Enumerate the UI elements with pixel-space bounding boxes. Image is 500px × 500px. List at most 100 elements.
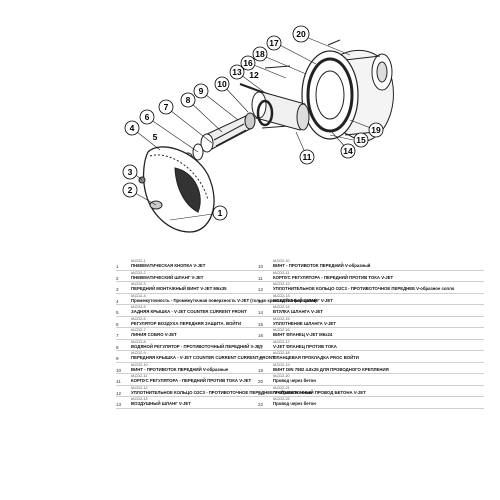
callout-10: 10: [217, 79, 227, 89]
part-number: 11: [116, 379, 121, 384]
part-code: IACD2-11: [131, 374, 148, 378]
part-description: ПЕРЕДНИЙ МОНТАЖНЫЙ ВИНТ V-JET M6x35: [131, 286, 227, 292]
callout-18: 18: [255, 49, 265, 59]
part-code: IACD2-17: [273, 339, 290, 344]
callout-4: 4: [130, 123, 135, 133]
part-number: 12: [116, 390, 122, 396]
part-description: УПЛОТНЕНИЕ ШЛАНГА V-JET: [273, 320, 336, 326]
callout-1: 1: [218, 208, 223, 218]
callout-13: 13: [232, 67, 242, 77]
callout-2: 2: [128, 185, 133, 195]
part-code: IACD2-22: [273, 397, 290, 401]
part-code: IACD2-19: [273, 362, 290, 367]
part-number: 22: [258, 402, 264, 407]
part-description: УПЛОТНИТЕЛЬНОЕ КОЛЬЦО O2C3 - ПРОТИВОТОЧН…: [273, 286, 455, 292]
part-description: УПЛОТНИТЕЛЬНОЕ КОЛЬЦО O2C3 - ПРОТИВОТОЧН…: [131, 389, 313, 395]
part-description: ВТУЛКА ШЛАНГА V-JET: [273, 309, 323, 315]
part-code: IACD2-12: [131, 385, 148, 390]
callout-20: 20: [296, 29, 306, 39]
part-number: 14: [258, 310, 264, 315]
part-description: ПЕРЕДНЯЯ КРЫШКА - V-JET COUNTER CURRENT …: [131, 355, 275, 361]
part-number: 10: [258, 264, 264, 269]
part-description: ВОЗДУШНЫЙ ШЛАНГ V-JET: [273, 297, 333, 303]
part-code: IACD2-16: [273, 328, 290, 332]
part-description: РЕГУЛЯТОР ВОЗДУХА ПЕРЕДНЯЯ ЗАЩИТА. ВОЙТИ: [131, 320, 242, 326]
part-description: ВИНТ ФЛАНЕЦ V-JET M6x24: [273, 332, 333, 338]
part-code: IACD2-1: [131, 259, 146, 263]
callout-6: 6: [145, 112, 150, 122]
callout-14: 14: [343, 146, 353, 156]
callout-12: 12: [249, 70, 259, 80]
part-description: КОРПУС РЕГУЛЯТОРА - ПЕРЕДНИЙ ПРОТИВ ТОКА…: [273, 274, 394, 280]
part-code: IACD2-14: [273, 305, 290, 309]
callouts: 20 17 18 16 13 10 9 8 7 6 4 3 2 1 19 14: [122, 25, 384, 221]
part-code: IACD2-13: [273, 293, 290, 298]
part-number: 3: [116, 287, 119, 292]
part-number: 12: [258, 287, 264, 292]
part-number: 9: [116, 356, 119, 361]
part-number: 11: [258, 275, 263, 281]
part-description: ВИНТ - ПРОТИВОТОК ПЕРЕДНИЙ V-образный: [273, 263, 371, 269]
part-number: 15: [258, 321, 264, 327]
part-code: IACD2-21: [273, 385, 290, 390]
part-code: IACD2-9: [131, 351, 146, 355]
part-code: IACD2-2: [131, 270, 146, 275]
part-description: Провод через бетон: [273, 401, 316, 407]
part-description: ПНЕВМАТИЧЕСКАЯ КНОПКА V-JET: [131, 263, 206, 269]
callout-11: 11: [303, 152, 312, 162]
part-number: 8: [116, 344, 119, 350]
exploded-view-diagram: 20 17 18 16 13 10 9 8 7 6 4 3 2 1 19 14: [122, 25, 394, 233]
callout-7: 7: [164, 102, 169, 112]
part-code: IACD2-18: [273, 351, 290, 355]
part-code: IACD2-6: [131, 316, 146, 321]
part-description: ВИНТ - ПРОТИВОТОК ПЕРЕДНИЙ V-образные: [131, 366, 229, 372]
part-description: КОРПУС РЕГУЛЯТОРА - ПЕРЕДНИЙ ПРОТИВ ТОКА…: [131, 378, 252, 384]
part-code: IACD2-12: [273, 282, 290, 286]
part-number: 10: [116, 367, 122, 373]
part-description: ПРОТИВОТОЧНЫЙ ПРОВОД БЕТОНА V-JET: [273, 389, 366, 395]
callout-17: 17: [269, 38, 279, 48]
part-code: IACD2-3: [131, 282, 146, 286]
part-description: ВОДЯНОЙ РЕГУЛЯТОР - ПРОТИВОТОЧНЫЙ ПЕРЕДН…: [131, 343, 263, 349]
callout-9: 9: [199, 86, 204, 96]
part-description: ЛИНИЯ COБRO V-JET: [131, 332, 177, 338]
callout-8: 8: [186, 95, 191, 105]
front-plate: [142, 146, 215, 233]
part-number: 16: [258, 333, 264, 338]
regulator-body: [251, 91, 310, 131]
callout-3: 3: [128, 167, 133, 177]
part-description: ПНЕВМАТИЧЕСКИЙ ШЛАНГ V-JET: [131, 274, 204, 280]
part-number: 2: [116, 275, 119, 281]
part-description: ФЛАНЦЕВАЯ ПРОКЛАДКА PROC ВОЙТИ: [273, 355, 359, 361]
part-code: IACD2-5: [131, 305, 146, 309]
part-code: IACD2-15: [273, 316, 290, 321]
part-number: 19: [258, 367, 264, 373]
part-description: Провод через бетон: [273, 378, 316, 384]
part-number: 1: [116, 264, 119, 269]
part-number: 18: [258, 356, 264, 361]
